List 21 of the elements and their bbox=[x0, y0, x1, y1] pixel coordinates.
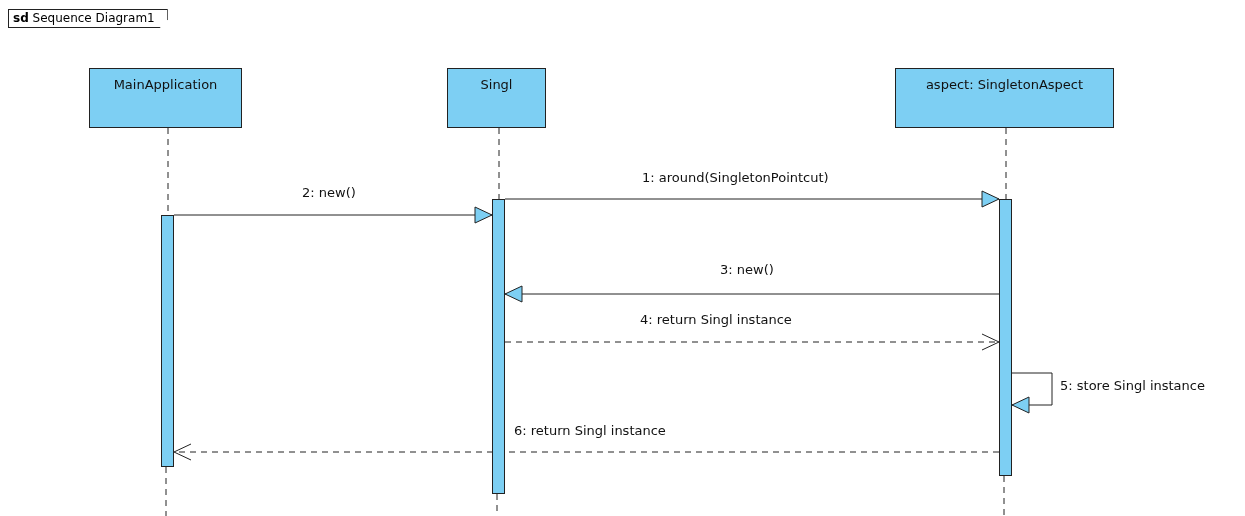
activation-bar bbox=[161, 215, 174, 467]
message-label: 3: new() bbox=[718, 262, 776, 278]
lifeline-head: MainApplication bbox=[89, 68, 242, 128]
frame-title: sd Sequence Diagram1 bbox=[8, 9, 168, 28]
message-arrow bbox=[173, 206, 493, 224]
lifeline-head: aspect: SingletonAspect bbox=[895, 68, 1114, 128]
message-label: 2: new() bbox=[300, 185, 358, 201]
activation-bar bbox=[492, 199, 505, 494]
lifeline bbox=[498, 127, 500, 200]
message-arrow bbox=[1011, 372, 1053, 414]
lifeline bbox=[1005, 127, 1007, 200]
message-label: 4: return Singl instance bbox=[638, 312, 794, 328]
lifeline-head: Singl bbox=[447, 68, 546, 128]
message-label: 1: around(SingletonPointcut) bbox=[640, 170, 831, 186]
message-label: 5: store Singl instance bbox=[1058, 378, 1207, 394]
activation-bar bbox=[999, 199, 1012, 476]
message-arrow bbox=[504, 285, 1000, 303]
message-arrow bbox=[504, 190, 1000, 208]
return-arrow bbox=[504, 333, 1000, 351]
return-arrow bbox=[173, 443, 1000, 461]
message-label: 6: return Singl instance bbox=[512, 423, 668, 439]
